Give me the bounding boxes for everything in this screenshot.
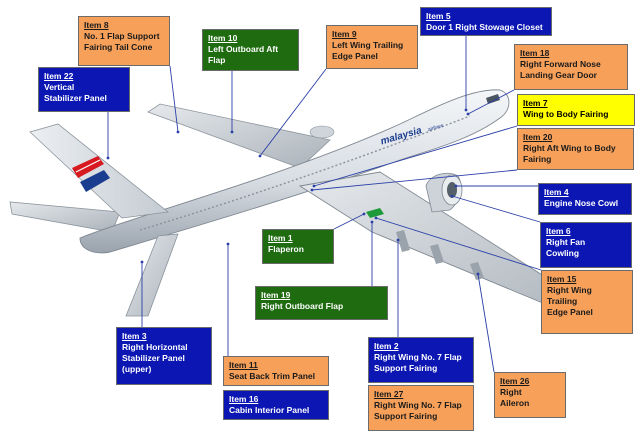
leader-tip-item-7	[312, 184, 316, 188]
callout-description: Right Wing No. 7 Flap Support Fairing	[374, 399, 462, 421]
tail-livery	[72, 156, 110, 192]
leader-line-item-1	[333, 213, 365, 230]
left-engine	[309, 125, 335, 139]
callout-description: Right Forward Nose Landing Gear Door	[520, 58, 601, 80]
callout-item-number: Item 27	[374, 389, 404, 399]
leader-tip-item-4	[454, 184, 458, 188]
callout-item-number: Item 3	[122, 331, 147, 341]
leader-line-item-6	[451, 195, 541, 223]
callout-item-number: Item 22	[44, 71, 74, 81]
callout-description: Right Aft Wing to Body Fairing	[523, 142, 616, 164]
callout-description: Wing to Body Fairing	[523, 108, 609, 119]
right-engine	[425, 172, 463, 213]
callout-description: Seat Back Trim Panel	[229, 370, 315, 381]
leader-tip-item-5	[464, 108, 468, 112]
callout-description: Door 1 Right Stowage Closet	[426, 21, 543, 32]
vertical-stabilizer	[29, 123, 169, 219]
leader-lines	[106, 36, 542, 373]
leader-tip-item-8	[176, 130, 180, 134]
leader-line-item-8	[169, 65, 179, 133]
callout-item-number: Item 18	[520, 48, 550, 58]
left-horizontal-stabilizer	[9, 201, 121, 233]
airline-logo-subtitle: airlines	[427, 122, 445, 133]
cabin-windows	[139, 115, 471, 231]
callout-description: Right Outboard Flap	[261, 300, 344, 311]
leader-tip-item-10	[230, 130, 234, 134]
callout-item-number: Item 20	[523, 132, 553, 142]
callout-item-number: Item 6	[546, 226, 571, 236]
callout-description: Engine Nose Cowl	[544, 197, 619, 208]
right-horizontal-stabilizer	[125, 233, 179, 317]
callout-item-number: Item 4	[544, 187, 569, 197]
callout-item-number: Item 16	[229, 394, 259, 404]
leader-tip-item-2	[396, 238, 400, 242]
leader-tip-item-15	[374, 216, 378, 220]
callout-item-number: Item 15	[547, 274, 577, 284]
callout-item-number: Item 26	[500, 376, 530, 386]
callout-item-number: Item 10	[208, 33, 238, 43]
callout-description: Right Wing No. 7 Flap Support Fairing	[374, 351, 462, 373]
leader-tip-item-20	[310, 188, 314, 192]
callout-item-number: Item 8	[84, 20, 109, 30]
leader-tip-item-6	[450, 194, 454, 198]
leader-line-item-26	[477, 273, 495, 373]
leader-tip-item-1	[362, 212, 366, 216]
leader-tip-item-3	[140, 260, 144, 264]
leader-line-item-18	[467, 89, 515, 115]
callout-item-number: Item 11	[229, 360, 258, 370]
leader-tip-item-9	[258, 154, 262, 158]
callout-description: Right Horizontal Stabilizer Panel (upper…	[122, 341, 188, 374]
callout-item-number: Item 9	[332, 29, 357, 39]
callout-item-number: Item 19	[261, 290, 291, 300]
leader-line-item-7	[313, 125, 518, 187]
flap-fairings	[396, 230, 484, 280]
leader-tip-item-19	[370, 220, 374, 224]
leader-tip-item-11	[226, 242, 230, 246]
cockpit-windows	[486, 94, 500, 104]
callout-description: Right Wing Trailing Edge Panel	[547, 284, 593, 317]
callout-description: Left Outboard Aft Flap	[208, 43, 279, 65]
callout-description: Vertical Stabilizer Panel	[44, 81, 107, 103]
leader-tip-item-26	[476, 272, 480, 276]
leader-tip-item-22	[106, 156, 110, 160]
callout-description: Flaperon	[268, 243, 304, 254]
callout-description: Cabin Interior Panel	[229, 404, 310, 415]
leader-line-item-9	[259, 68, 327, 157]
callout-description: Right Fan Cowling	[546, 236, 586, 258]
callout-item-number: Item 1	[268, 233, 293, 243]
callout-description: No. 1 Flap Support Fairing Tail Cone	[84, 30, 160, 52]
leader-tip-item-18	[466, 112, 470, 116]
callout-item-number: Item 5	[426, 11, 451, 21]
left-wing	[147, 103, 331, 169]
callout-description: Right Aileron	[500, 386, 530, 408]
callout-item-number: Item 7	[523, 98, 548, 108]
leader-line-item-20	[311, 169, 518, 191]
leader-line-item-15	[375, 217, 542, 271]
callout-item-number: Item 2	[374, 341, 399, 351]
callout-description: Left Wing Trailing Edge Panel	[332, 39, 404, 61]
fuselage	[79, 89, 510, 254]
flaperon-mark	[366, 208, 384, 218]
